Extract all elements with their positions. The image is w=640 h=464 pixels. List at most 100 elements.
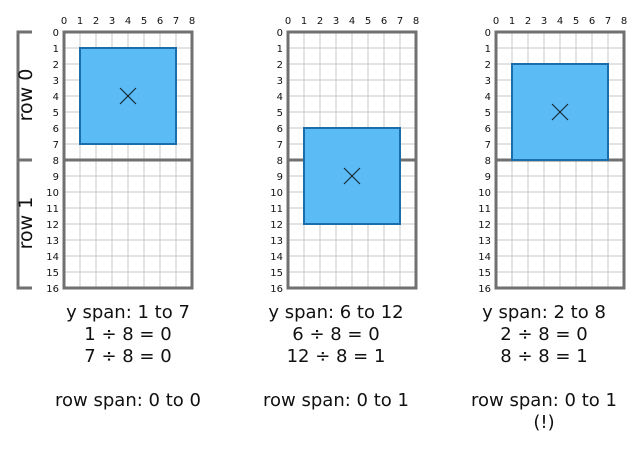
panel-3-y-tick: 12 — [478, 220, 491, 231]
panel-3-caption: y span: 2 to 8 2 ÷ 8 = 0 8 ÷ 8 = 1 row s… — [444, 302, 640, 434]
panel-1-y-tick: 10 — [46, 188, 59, 199]
panel-3-calc-2: 8 ÷ 8 = 1 — [500, 346, 588, 367]
panel-2-y-tick: 14 — [270, 252, 283, 263]
panel-2-y-tick: 11 — [270, 204, 283, 215]
panel-3-x-tick: 2 — [525, 16, 531, 27]
panel-2-y-tick: 16 — [270, 284, 283, 295]
panel-1-x-tick: 7 — [173, 16, 179, 27]
panel-3-y-tick: 9 — [485, 172, 491, 183]
panel-3-center-mark — [551, 103, 569, 121]
panel-1-x-tick: 2 — [93, 16, 99, 27]
panel-2-x-tick: 2 — [317, 16, 323, 27]
panel-1-caption: y span: 1 to 7 1 ÷ 8 = 0 7 ÷ 8 = 0 row s… — [28, 302, 228, 412]
panel-2-x-tick: 0 — [285, 16, 291, 27]
panel-2-x-tick: 6 — [381, 16, 387, 27]
panel-3-y-tick: 7 — [485, 140, 491, 151]
panel-1-x-tick: 8 — [189, 16, 195, 27]
row-1-label: row 1 — [15, 196, 37, 250]
panel-3-x-tick: 6 — [589, 16, 595, 27]
panel-3-x-tick: 1 — [509, 16, 515, 27]
panel-1-x-tick: 1 — [77, 16, 83, 27]
panel-1-x-tick: 6 — [157, 16, 163, 27]
panel-1-y-tick: 8 — [53, 156, 59, 167]
row-1-bracket — [16, 158, 32, 290]
panel-1-x-tick: 3 — [109, 16, 115, 27]
panel-1-y-tick: 7 — [53, 140, 59, 151]
panel-2-calc-1: 6 ÷ 8 = 0 — [292, 324, 380, 345]
panel-2-caption: y span: 6 to 12 6 ÷ 8 = 0 12 ÷ 8 = 1 row… — [236, 302, 436, 412]
panel-2-y-tick: 13 — [270, 236, 283, 247]
panel-3-y-tick: 4 — [485, 92, 491, 103]
panel-2-x-tick: 1 — [301, 16, 307, 27]
panel-3-y-tick: 2 — [485, 60, 491, 71]
panel-3-y-tick: 1 — [485, 44, 491, 55]
panel-1-y-tick: 3 — [53, 76, 59, 87]
panel-2-y-tick: 10 — [270, 188, 283, 199]
panel-2-x-tick: 3 — [333, 16, 339, 27]
panel-3-calc-1: 2 ÷ 8 = 0 — [500, 324, 588, 345]
panel-2-x-tick: 4 — [349, 16, 355, 27]
panel-1-y-tick: 16 — [46, 284, 59, 295]
panel-1-y-tick: 12 — [46, 220, 59, 231]
panel-2-x-tick: 8 — [413, 16, 419, 27]
panel-2-y-span: y span: 6 to 12 — [268, 302, 404, 323]
panel-2-x-tick: 5 — [365, 16, 371, 27]
panel-3-y-tick: 16 — [478, 284, 491, 295]
panel-1-y-tick: 11 — [46, 204, 59, 215]
panel-1-y-tick: 5 — [53, 108, 59, 119]
row-0-label: row 0 — [15, 68, 37, 122]
panel-3-x-tick: 7 — [605, 16, 611, 27]
panel-2-y-tick: 12 — [270, 220, 283, 231]
panel-1-y-tick: 15 — [46, 268, 59, 279]
panel-3-y-tick: 15 — [478, 268, 491, 279]
panel-3-y-tick: 13 — [478, 236, 491, 247]
panel-3-y-tick: 3 — [485, 76, 491, 87]
panel-2-y-tick: 15 — [270, 268, 283, 279]
panel-3-y-tick: 5 — [485, 108, 491, 119]
panel-1-x-tick: 4 — [125, 16, 131, 27]
panel-1-y-tick: 9 — [53, 172, 59, 183]
panel-1-y-tick: 4 — [53, 92, 59, 103]
panel-1-center-mark — [119, 87, 137, 105]
panel-1-y-tick: 6 — [53, 124, 59, 135]
panel-3-y-tick: 8 — [485, 156, 491, 167]
panel-2-y-tick: 7 — [277, 140, 283, 151]
panel-3-x-tick: 4 — [557, 16, 563, 27]
panel-3-y-tick: 10 — [478, 188, 491, 199]
panel-2-y-tick: 4 — [277, 92, 283, 103]
panel-1-calc-1: 1 ÷ 8 = 0 — [84, 324, 172, 345]
panel-2-y-tick: 9 — [277, 172, 283, 183]
panel-3-y-tick: 6 — [485, 124, 491, 135]
panel-1-row-span: row span: 0 to 0 — [55, 390, 201, 411]
panel-3-y-tick: 14 — [478, 252, 491, 263]
panel-2-y-tick: 6 — [277, 124, 283, 135]
panel-3-x-tick: 0 — [493, 16, 499, 27]
panel-3-x-tick: 8 — [621, 16, 627, 27]
panel-2-y-tick: 5 — [277, 108, 283, 119]
panel-1-calc-2: 7 ÷ 8 = 0 — [84, 346, 172, 367]
panel-2-y-tick: 2 — [277, 60, 283, 71]
panel-1-y-span: y span: 1 to 7 — [66, 302, 190, 323]
panel-3-x-tick: 5 — [573, 16, 579, 27]
panel-1-x-tick: 5 — [141, 16, 147, 27]
panel-1-y-tick: 14 — [46, 252, 59, 263]
panel-2-y-tick: 3 — [277, 76, 283, 87]
panel-1-y-tick: 0 — [53, 28, 59, 39]
panel-1-y-tick: 2 — [53, 60, 59, 71]
panel-1-x-tick: 0 — [61, 16, 67, 27]
panel-1-y-tick: 1 — [53, 44, 59, 55]
panel-2-y-tick: 8 — [277, 156, 283, 167]
panel-3-row-span: row span: 0 to 1 — [471, 390, 617, 411]
panel-3-x-tick: 3 — [541, 16, 547, 27]
panel-3-y-tick: 11 — [478, 204, 491, 215]
panel-2-center-mark — [343, 167, 361, 185]
panel-2-y-tick: 1 — [277, 44, 283, 55]
panel-2-y-tick: 0 — [277, 28, 283, 39]
panel-1-y-tick: 13 — [46, 236, 59, 247]
panel-3-y-span: y span: 2 to 8 — [482, 302, 606, 323]
panel-3-y-tick: 0 — [485, 28, 491, 39]
panel-2-calc-2: 12 ÷ 8 = 1 — [286, 346, 386, 367]
panel-3-note: (!) — [533, 412, 555, 433]
panel-2-x-tick: 7 — [397, 16, 403, 27]
